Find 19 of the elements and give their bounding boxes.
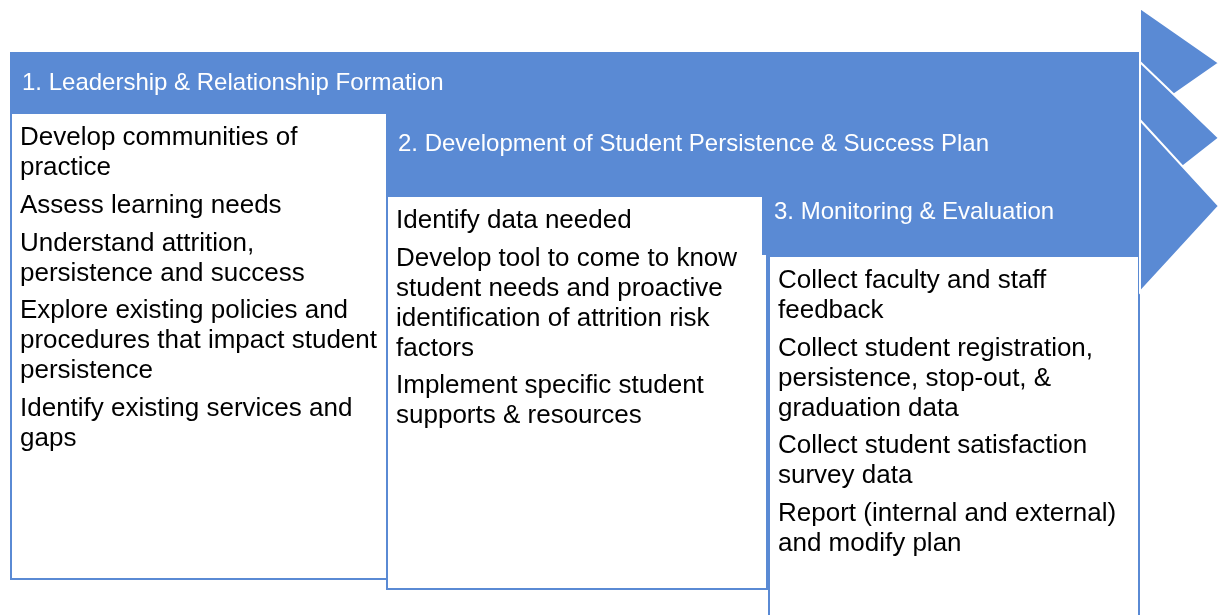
list-item: Understand attrition, persistence and success [20,227,306,288]
list-item: Identify data needed [396,205,633,235]
banner-heading: 2. Development of Student Persistence & Success Plan [398,127,989,158]
list-item: Assess learning needs [20,189,283,220]
list-item: Collect faculty and staff feedback [778,265,1048,325]
list-item: Collect student satisfaction survey data [778,430,1089,491]
list-item: Develop tool to come to know student needs and proactive identification of attrition risk factors [396,242,739,363]
list-item: Collect student registration, persistence, stop-out, & graduation data [778,332,1095,423]
list-panel [768,255,1140,615]
list-item: Develop communities of practice [20,122,299,182]
arrow-banner [762,195,1140,255]
list-item: Report (internal and external) and modify plan [778,498,1118,558]
list-item: Explore existing policies and procedures that impact student persistence [20,295,378,386]
list-item: Implement specific student supports & resources [396,370,705,431]
banner-heading: 3. Monitoring & Evaluation [774,195,1055,226]
list-panel [10,112,388,580]
list-panel [386,195,768,590]
list-item: Identify existing services and gaps [20,393,354,453]
banner-heading: 1. Leadership & Relationship Formation [22,66,444,97]
